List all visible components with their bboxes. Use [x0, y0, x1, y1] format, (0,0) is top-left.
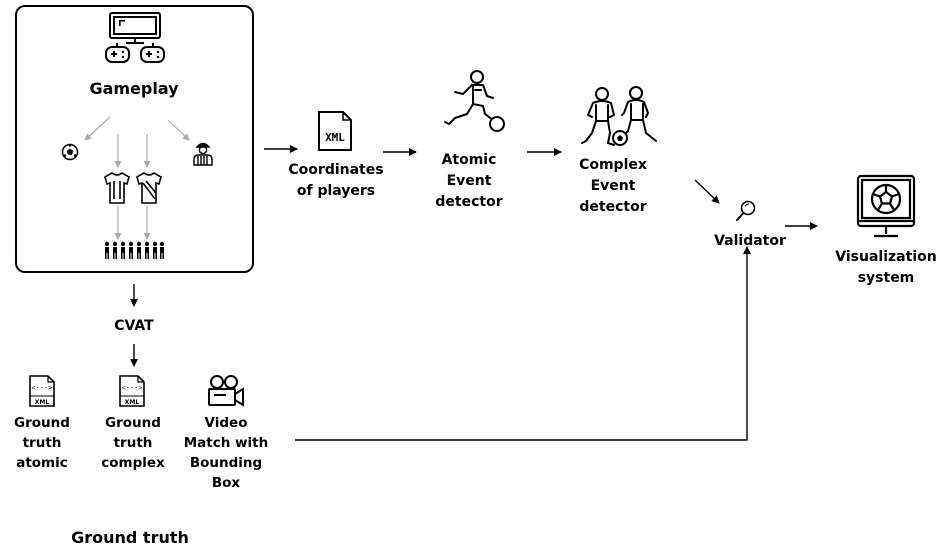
cvat-label: CVAT	[114, 318, 154, 334]
ground-truth-title: Ground truth	[71, 528, 189, 547]
coordinates-label: Coordinates of players	[288, 162, 384, 199]
team-jerseys-icon	[104, 172, 162, 204]
player-kicking-icon	[444, 70, 505, 132]
players-group-icon	[104, 241, 165, 259]
flow-arrows	[130, 145, 818, 441]
gameplay-label: Gameplay	[89, 79, 179, 98]
arrow-video-to-validator	[295, 246, 751, 441]
gameplay-inner-arrows	[84, 116, 190, 240]
xml-small-text: XML	[125, 399, 140, 406]
ground-truth-complex-label: Ground truth complex	[101, 415, 165, 471]
xml-file-icon: XML	[318, 111, 352, 151]
magnifier-icon	[736, 200, 756, 221]
video-bounding-box-label: Video Match with Bounding Box	[183, 415, 269, 491]
code-file-atomic-icon: <···> XML	[29, 375, 55, 407]
soccer-ball-icon	[61, 143, 79, 161]
visualization-label: Visualization system	[835, 249, 937, 286]
ground-truth-atomic-label: Ground truth atomic	[14, 415, 70, 471]
monitor-soccer-icon	[856, 174, 916, 238]
xml-small-text: XML	[35, 399, 50, 406]
arrow-complex-to-validator	[694, 179, 720, 204]
atomic-detector-label: Atomic Event detector	[435, 152, 503, 210]
code-icon-text: <···>	[121, 384, 142, 392]
xml-icon-text: XML	[325, 131, 345, 144]
gameplay-box	[15, 5, 254, 273]
complex-detector-label: Complex Event detector	[579, 157, 647, 215]
code-icon-text: <···>	[31, 384, 52, 392]
code-file-complex-icon: <···> XML	[119, 375, 145, 407]
players-tackling-icon	[581, 86, 657, 146]
validator-label: Validator	[714, 233, 786, 249]
gameplay-console-icon	[105, 12, 165, 63]
video-camera-icon	[208, 375, 244, 407]
referee-icon	[193, 142, 213, 166]
